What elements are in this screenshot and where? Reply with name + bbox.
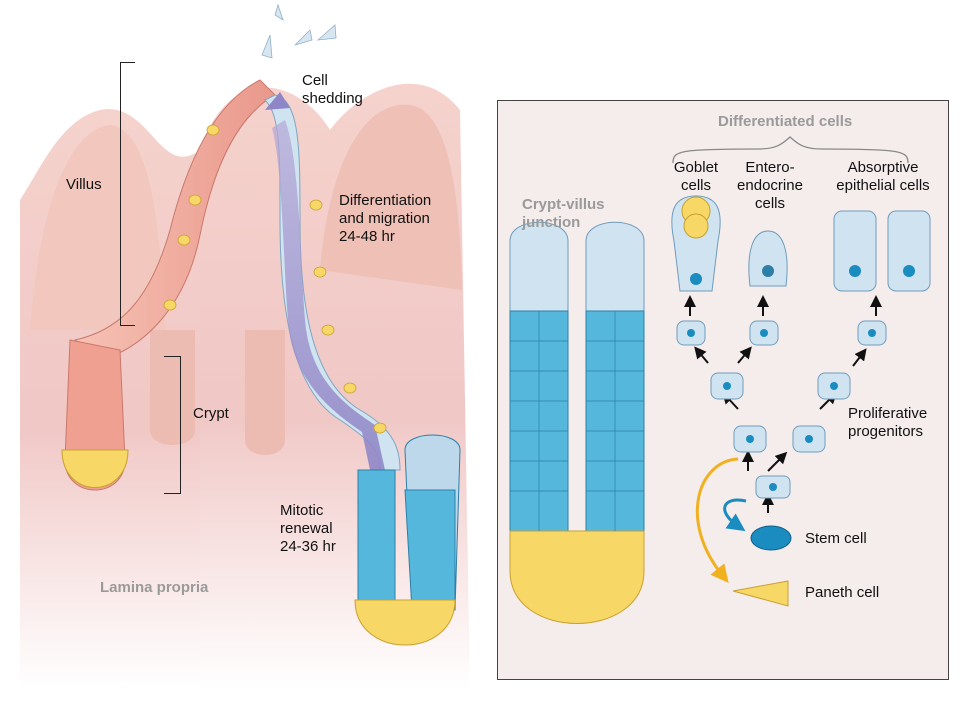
right-crypt-blue-lower xyxy=(404,489,456,611)
migration-arrow-band xyxy=(272,120,385,470)
differentiated-cells-bracket xyxy=(672,136,909,164)
progenitor-cells xyxy=(676,320,887,499)
lineage-arrows xyxy=(684,295,882,513)
goblet-cell-markers xyxy=(163,124,387,434)
crypt-left-column-top xyxy=(509,221,569,312)
stem-cell-shape xyxy=(750,525,792,551)
mitotic-renewal-label: Mitotic renewal 24-36 hr xyxy=(280,502,336,555)
lamina-propria-label: Lamina propria xyxy=(100,579,209,596)
background-villus-3 xyxy=(150,330,195,445)
paneth-cell-label: Paneth cell xyxy=(805,584,880,601)
self-renewal-arrow xyxy=(723,498,747,532)
progenitor-nuclei xyxy=(687,329,876,491)
absorptive-cells-label: Absorptive epithelial cells xyxy=(836,159,930,194)
anatomy-illustration xyxy=(20,3,470,691)
paneth-differentiation-arrow xyxy=(695,457,739,583)
crypt-columns xyxy=(509,221,645,624)
paneth-cell-shape xyxy=(732,580,789,607)
enteroendocrine-cells-label: Entero- endocrine cells xyxy=(737,159,803,212)
absorptive-cell-2 xyxy=(887,210,931,292)
villus-label: Villus xyxy=(66,176,102,193)
crypt-villus-anatomy-panel: Villus Crypt Lamina propria Cell sheddin… xyxy=(20,3,470,691)
crypt-villus-junction-label: Crypt-villus junction xyxy=(522,196,605,231)
background-villus-4 xyxy=(245,330,285,455)
migration-arrowhead xyxy=(265,92,290,110)
right-crypt-wall-left xyxy=(357,469,396,611)
background-villus-2 xyxy=(320,104,462,290)
villus-bracket xyxy=(120,62,135,326)
crypt-base-paneth xyxy=(509,530,645,624)
differentiated-cells-label: Differentiated cells xyxy=(718,113,853,130)
cell-shedding-label: Cell shedding xyxy=(302,72,363,107)
goblet-cell xyxy=(671,195,721,292)
stem-cell-label: Stem cell xyxy=(805,530,867,547)
differentiation-label: Differentiation and migration 24-48 hr xyxy=(339,192,432,245)
crypt-bracket xyxy=(164,356,181,494)
absorptive-cell-1 xyxy=(833,210,877,292)
cell-lineage-panel: Crypt-villus junction Differentiated cel… xyxy=(497,100,949,680)
background-villus-1 xyxy=(30,125,165,330)
right-crypt-paneth xyxy=(354,599,456,646)
enteroendocrine-cell xyxy=(748,230,788,287)
crypt-right-column-top xyxy=(585,221,645,312)
lineage-illustration xyxy=(509,136,931,624)
crypt-label: Crypt xyxy=(193,405,229,422)
goblet-cells-label: Goblet cells xyxy=(673,159,719,194)
proliferative-progenitors-label: Proliferative progenitors xyxy=(848,405,928,440)
shed-cells xyxy=(261,3,337,59)
left-crypt-paneth xyxy=(61,449,129,488)
